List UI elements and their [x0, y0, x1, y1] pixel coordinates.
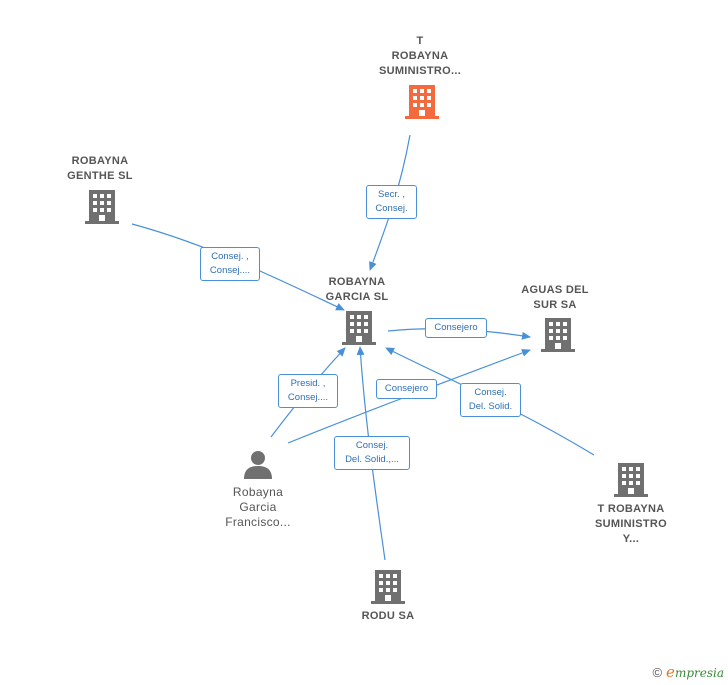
edge-label-line: Del. Solid. [468, 401, 513, 412]
edge-label-line: Consej. [355, 440, 389, 451]
node-label-line: GENTHE SL [67, 170, 133, 182]
node-label-robayna-francisco[interactable]: Robayna Garcia Francisco... [196, 485, 320, 530]
brand-name: mpresia [674, 666, 724, 680]
edge-label-line: Consejero [384, 383, 429, 394]
building-icon[interactable] [405, 84, 439, 120]
empresia-brand: ©empresia [652, 663, 724, 681]
node-label-rodu[interactable]: RODU SA [338, 609, 438, 624]
edge-label-line: Consej. , [211, 251, 249, 262]
node-label-line: ROBAYNA [71, 155, 129, 167]
node-label-line: T ROBAYNA [597, 503, 665, 515]
node-label-line: ROBAYNA [391, 50, 449, 62]
edge-label-secr-consej[interactable]: Secr. , Consej. [366, 185, 417, 219]
edge-label-line: Consejero [434, 322, 478, 333]
node-label-line: Francisco... [225, 515, 291, 529]
person-icon[interactable] [243, 449, 273, 479]
copyright-icon: © [652, 665, 663, 680]
node-label-aguas-del-sur[interactable]: AGUAS DEL SUR SA [500, 283, 610, 313]
edge-label-genthe[interactable]: Consej. , Consej.... [200, 247, 260, 281]
node-label-line: GARCIA SL [325, 291, 389, 303]
node-label-line: SUMINISTRO... [378, 65, 462, 77]
edge-label-line: Secr. , [378, 189, 405, 200]
node-label-line: RODU SA [361, 610, 415, 622]
building-icon[interactable] [614, 462, 648, 498]
building-icon[interactable] [85, 189, 119, 225]
building-icon[interactable] [371, 569, 405, 605]
edge-label-consejero-francisco[interactable]: Consejero [376, 379, 437, 399]
node-label-t-robayna-bottom[interactable]: T ROBAYNA SUMINISTRO Y... [576, 502, 686, 547]
edge-label-consejero-aguas[interactable]: Consejero [425, 318, 487, 338]
brand-letter-e: e [666, 663, 675, 681]
node-label-line: SUR SA [533, 299, 577, 311]
node-label-robayna-garcia[interactable]: ROBAYNA GARCIA SL [297, 275, 417, 305]
edge-label-line: Consej.... [287, 392, 329, 403]
node-label-robayna-genthe[interactable]: ROBAYNA GENTHE SL [40, 154, 160, 184]
node-label-line: Garcia [239, 500, 277, 514]
node-label-line: Robayna [232, 485, 284, 499]
node-label-line: ROBAYNA [328, 276, 386, 288]
edge-label-line: Consej.... [209, 265, 251, 276]
edge-label-del-solid-bottom[interactable]: Consej. Del. Solid.,... [334, 436, 410, 470]
edge-label-line: Del. Solid.,... [345, 454, 399, 465]
building-icon[interactable] [342, 310, 376, 346]
edge-label-line: Presid. , [290, 378, 326, 389]
edge-label-presid-consej[interactable]: Presid. , Consej.... [278, 374, 338, 408]
node-label-line: Y... [622, 533, 640, 545]
edge-label-line: Consej. [474, 387, 507, 398]
building-icon[interactable] [541, 317, 575, 353]
node-label-line: T [416, 35, 424, 47]
node-label-t-robayna-top[interactable]: T ROBAYNA SUMINISTRO... [355, 34, 485, 79]
node-label-line: AGUAS DEL [521, 284, 589, 296]
node-label-line: SUMINISTRO [594, 518, 668, 530]
edge-label-line: Consej. [375, 203, 408, 214]
edge-label-del-solid-right[interactable]: Consej. Del. Solid. [460, 383, 521, 417]
